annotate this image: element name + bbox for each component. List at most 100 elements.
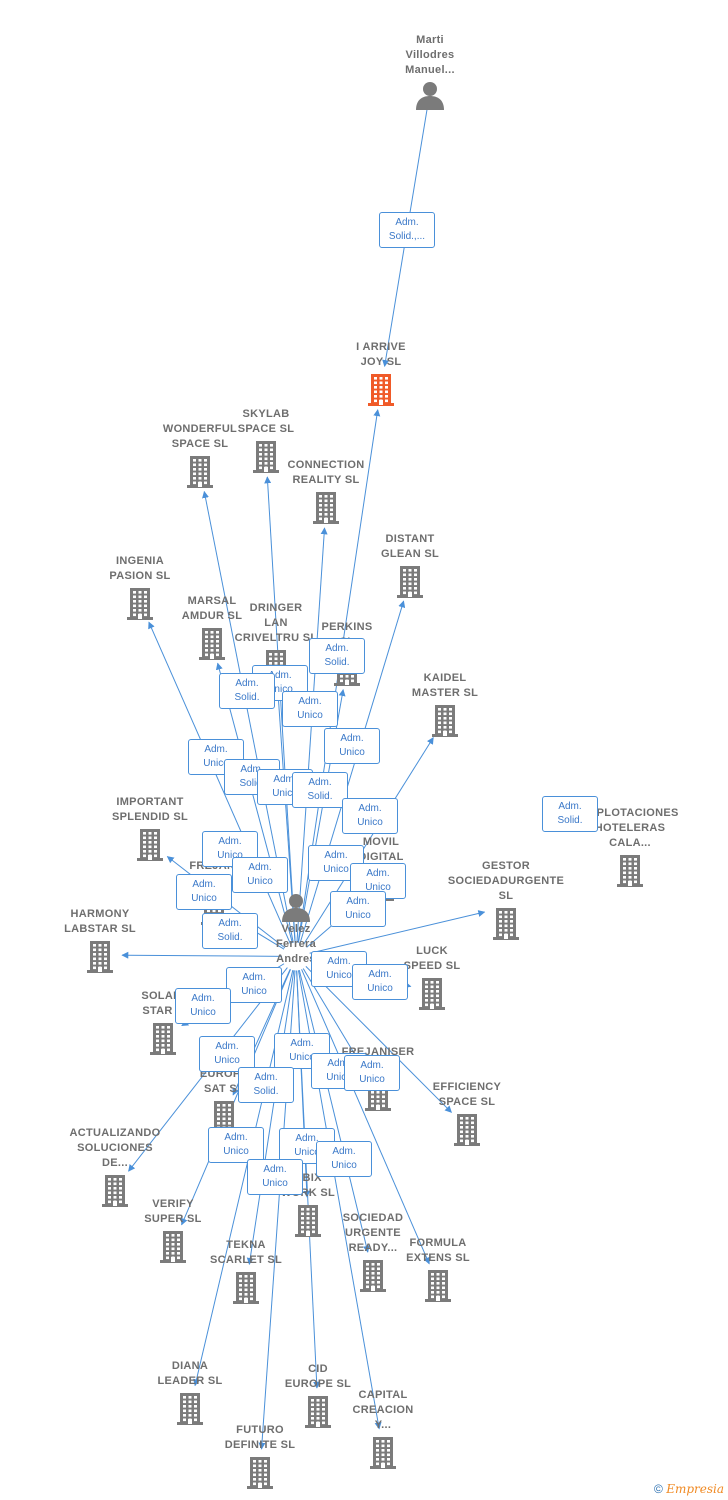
building-icon (247, 1457, 273, 1489)
building-icon (370, 1436, 396, 1469)
company-node-gestor[interactable]: GESTOR SOCIEDADURGENTE SL (441, 859, 571, 940)
building-icon (419, 978, 445, 1010)
edge-role-label[interactable]: Adm. Solid. (202, 913, 258, 949)
edge-role-label[interactable]: Adm. Unico (199, 1036, 255, 1072)
company-node-iarrive[interactable]: I ARRIVE JOY SL (316, 340, 446, 406)
company-node-harmony[interactable]: HARMONY LABSTAR SL (35, 907, 165, 973)
company-node-verify[interactable]: VERIFY SUPER SL (108, 1197, 238, 1263)
edge-velez-connection (296, 527, 328, 943)
company-node-capital[interactable]: CAPITAL CREACION Y... (318, 1388, 448, 1469)
company-node-connection[interactable]: CONNECTION REALITY SL (261, 458, 391, 524)
node-label: I ARRIVE JOY SL (356, 341, 406, 368)
building-icon (425, 1270, 451, 1302)
node-label: TEKNA SCARLET SL (209, 1239, 283, 1266)
building-icon (305, 1396, 331, 1428)
edge-velez-sociedad (298, 969, 370, 1253)
edge-role-label[interactable]: Adm. Unico (324, 728, 380, 764)
building-icon (617, 854, 643, 887)
company-node-efficiency[interactable]: EFFICIENCY SPACE SL (402, 1080, 532, 1146)
node-label: CID EUROPE SL (284, 1363, 352, 1390)
edge-velez-tekna (246, 970, 295, 1265)
node-label: EFFICIENCY SPACE SL (432, 1081, 502, 1108)
company-node-wonderful[interactable]: WONDERFUL SPACE SL (135, 422, 265, 488)
building-icon (432, 705, 458, 737)
edge-role-label[interactable]: Adm. Unico (342, 798, 398, 834)
node-label: Velez Ferrera Andres (275, 923, 316, 965)
company-node-tekna[interactable]: TEKNA SCARLET SL (181, 1238, 311, 1304)
company-node-distant[interactable]: DISTANT GLEAN SL (345, 532, 475, 598)
node-label: MOVIL DIGITAL (358, 836, 404, 863)
building-icon (177, 1393, 203, 1425)
node-label: GESTOR SOCIEDADURGENTE SL (447, 860, 565, 902)
building-icon (87, 941, 113, 973)
edge-role-label[interactable]: Adm. Unico (330, 891, 386, 927)
company-node-explotaciones[interactable]: EXPLOTACIONES HOTELERAS CALA... (565, 806, 695, 887)
building-icon (127, 588, 153, 620)
node-label: LUCK SPEED SL (403, 945, 461, 972)
edge-role-label[interactable]: Adm. Unico (175, 988, 231, 1024)
node-label: DIANA LEADER SL (157, 1360, 223, 1387)
edge-role-label[interactable]: Adm. Solid. (309, 638, 365, 674)
edge-role-label[interactable]: Adm. Unico (344, 1055, 400, 1091)
building-icon (150, 1023, 176, 1055)
edge-role-label[interactable]: Adm. Unico (226, 967, 282, 1003)
edge-role-label[interactable]: Adm. Unico (232, 857, 288, 893)
edge-velez-gestor (309, 910, 486, 954)
node-label: WONDERFUL SPACE SL (162, 423, 238, 450)
building-icon (199, 628, 225, 660)
building-icon (313, 492, 339, 524)
edge-velez-efficiency (305, 966, 452, 1113)
person-icon (416, 81, 444, 110)
footer-brand: © Empresia (654, 1482, 724, 1496)
building-icon (187, 456, 213, 488)
edge-role-label[interactable]: Adm. Solid. (238, 1067, 294, 1103)
company-node-solair[interactable]: SOLAIR STAR S (98, 989, 228, 1055)
company-node-actualizando[interactable]: ACTUALIZANDO SOLUCIONES DE... (50, 1126, 180, 1207)
company-node-marsal[interactable]: MARSAL AMDUR SL (147, 594, 277, 660)
node-label: SOCIEDAD URGENTE READY... (342, 1211, 404, 1254)
building-icon (295, 1205, 321, 1237)
company-node-diana[interactable]: DIANA LEADER SL (125, 1359, 255, 1425)
node-label: CONNECTION REALITY SL (287, 459, 365, 486)
company-node-important[interactable]: IMPORTANT SPLENDID SL (85, 795, 215, 861)
company-node-cid[interactable]: CID EUROPE SL (253, 1362, 383, 1428)
edge-role-label[interactable]: Adm. Unico (208, 1127, 264, 1163)
node-label: EXPLOTACIONES HOTELERAS CALA... (581, 806, 679, 849)
brand-name: Empresia (666, 1482, 724, 1496)
node-label: FORMULA EXTENS SL (406, 1237, 470, 1264)
edge-role-label[interactable]: Adm. Unico (316, 1141, 372, 1177)
edge-velez-kaidel (303, 737, 434, 945)
node-label: FUTURO DEFINITE SL (224, 1424, 296, 1451)
company-node-futuro[interactable]: FUTURO DEFINITE SL (195, 1423, 325, 1489)
edge-role-label[interactable]: Adm. Solid.,... (379, 212, 435, 248)
person-node-marti[interactable]: Marti Villodres Manuel... (365, 33, 495, 110)
company-node-sociedad[interactable]: SOCIEDAD URGENTE READY... (308, 1211, 438, 1292)
company-node-kaidel[interactable]: KAIDEL MASTER SL (380, 671, 510, 737)
person-node-velez[interactable]: Velez Ferrera Andres (231, 890, 361, 967)
node-label: Marti Villodres Manuel... (405, 33, 455, 76)
company-node-skylab[interactable]: SKYLAB SPACE SL (201, 407, 331, 473)
edge-role-label[interactable]: Adm. Solid. (542, 796, 598, 832)
building-icon (397, 566, 423, 598)
edge-role-label[interactable]: Adm. Solid. (292, 772, 348, 808)
edge-role-label[interactable]: Adm. Unico (352, 964, 408, 1000)
company-node-luck[interactable]: LUCK SPEED SL (367, 944, 497, 1010)
edge-velez-verify (180, 969, 291, 1226)
company-node-formula[interactable]: FORMULA EXTENS SL (373, 1236, 503, 1302)
edge-velez-harmony (121, 951, 283, 959)
edge-role-label[interactable]: Adm. Unico (247, 1159, 303, 1195)
building-icon (137, 829, 163, 861)
building-icon (253, 441, 279, 473)
node-label: INGENIA PASION SL (109, 555, 171, 582)
edge-velez-skylab (264, 476, 296, 943)
building-icon (233, 1272, 259, 1304)
edge-role-label[interactable]: Adm. Unico (176, 874, 232, 910)
node-label: IMPORTANT SPLENDID SL (111, 796, 189, 823)
edge-role-label[interactable]: Adm. Solid. (219, 673, 275, 709)
node-label: VERIFY SUPER SL (144, 1198, 202, 1225)
node-label: DISTANT GLEAN SL (380, 533, 439, 560)
company-node-ingenia[interactable]: INGENIA PASION SL (75, 554, 205, 620)
node-label: HARMONY LABSTAR SL (64, 908, 136, 935)
edge-role-label[interactable]: Adm. Unico (282, 691, 338, 727)
